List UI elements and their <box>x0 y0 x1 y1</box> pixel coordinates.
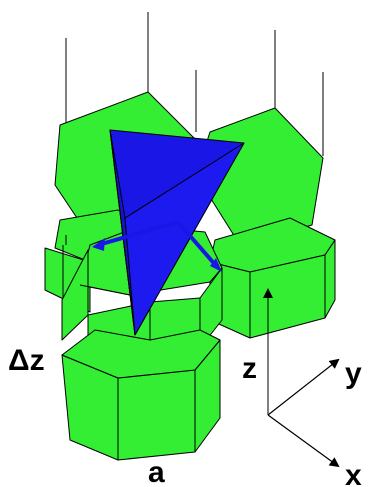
delta-z-label: Δz <box>8 344 45 377</box>
prism-edge-lines <box>65 235 131 296</box>
y-axis-line <box>267 358 340 416</box>
tetrahedron-front-face <box>124 142 245 336</box>
prism-front-lower <box>61 329 221 461</box>
x-axis-line <box>267 414 340 468</box>
prism-right-middle <box>209 217 336 339</box>
lattice-a-label: a <box>148 456 165 487</box>
blue-tetrahedron <box>109 129 245 336</box>
vertical-guide-lines <box>65 12 324 156</box>
tetrahedron-base-edges <box>92 220 222 272</box>
prism-top-face <box>61 329 221 379</box>
z-axis-label: z <box>242 352 257 385</box>
prism-side-face <box>117 369 196 461</box>
x-axis-label: x <box>345 459 362 487</box>
y-axis-label: y <box>345 357 362 390</box>
coordinate-axes <box>267 358 340 468</box>
